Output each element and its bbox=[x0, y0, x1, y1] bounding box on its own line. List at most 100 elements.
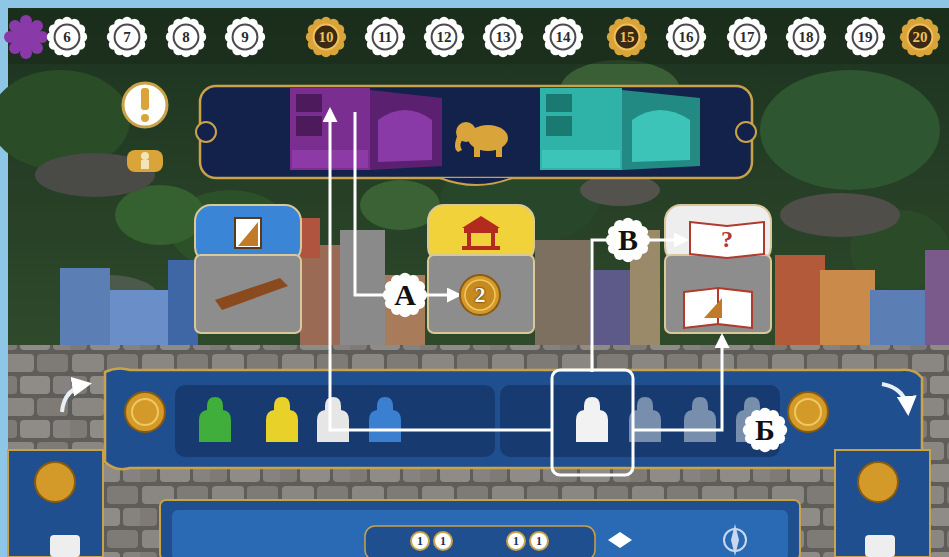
flower-base bbox=[790, 21, 822, 53]
town-buildings bbox=[775, 255, 825, 348]
rotation-arrows bbox=[62, 384, 88, 412]
flower-base bbox=[428, 21, 460, 53]
teal-palace bbox=[540, 88, 700, 170]
flower-centre bbox=[174, 25, 199, 50]
node-text: 6 bbox=[63, 30, 71, 45]
teal-palace bbox=[622, 90, 700, 170]
book-card bbox=[704, 298, 722, 318]
worker-track-panel bbox=[795, 399, 821, 425]
worker-track-panel bbox=[175, 385, 495, 457]
track-start-flower bbox=[9, 20, 21, 32]
score-space: 8 bbox=[166, 17, 206, 57]
elephant-panel bbox=[196, 122, 216, 142]
lower-panel bbox=[172, 510, 788, 557]
elephant-panel bbox=[736, 122, 756, 142]
score-space: 14 bbox=[543, 17, 583, 57]
score-space: 18 bbox=[786, 17, 826, 57]
worker-track-panel bbox=[105, 368, 922, 469]
flower-base bbox=[670, 21, 702, 53]
priority-icon bbox=[141, 114, 149, 122]
priority-icon bbox=[141, 160, 149, 169]
rotation-arrows bbox=[62, 384, 908, 412]
elephant-panel bbox=[196, 86, 756, 185]
flower-centre bbox=[233, 25, 258, 50]
purple-palace bbox=[296, 116, 322, 136]
node-text: 20 bbox=[913, 30, 928, 45]
purple-palace bbox=[296, 94, 322, 112]
sky-frame bbox=[0, 345, 8, 557]
score-space: 6 bbox=[47, 17, 87, 57]
selected-worker bbox=[576, 397, 608, 442]
town-buildings bbox=[168, 260, 198, 348]
flower-centre bbox=[373, 25, 398, 50]
priority-icon bbox=[141, 88, 149, 110]
corner-coins bbox=[835, 450, 930, 557]
corner-coins bbox=[865, 535, 895, 557]
rotation-arrows bbox=[882, 384, 908, 412]
elephant-panel bbox=[200, 86, 752, 178]
worker-track-panel bbox=[125, 392, 165, 432]
callout-letter-badge: В bbox=[606, 218, 650, 262]
node-text: 2 bbox=[475, 284, 486, 306]
flower-base bbox=[849, 21, 881, 53]
flower-base bbox=[51, 21, 83, 53]
workers bbox=[317, 397, 349, 442]
score-space: 12 bbox=[424, 17, 464, 57]
elephant-panel bbox=[440, 178, 512, 185]
teal-palace bbox=[540, 88, 622, 170]
node-text: 1 bbox=[417, 535, 423, 547]
town-buildings bbox=[60, 268, 110, 348]
flower-centre bbox=[615, 25, 640, 50]
workers bbox=[199, 397, 231, 442]
track-start-flower bbox=[31, 20, 43, 32]
flower-base bbox=[547, 21, 579, 53]
flower-base bbox=[387, 277, 422, 312]
foliage bbox=[115, 185, 205, 245]
flower-base bbox=[904, 21, 936, 53]
town-buildings bbox=[590, 270, 630, 348]
flower-centre bbox=[853, 25, 878, 50]
coin-disc bbox=[460, 275, 500, 315]
node-text: 19 bbox=[858, 30, 873, 45]
track-start-flower bbox=[20, 47, 32, 59]
corner-coins bbox=[858, 462, 898, 502]
flower-base bbox=[487, 21, 519, 53]
wall-card bbox=[238, 222, 258, 246]
callout-letter-badge: Б bbox=[743, 408, 787, 452]
track-start-flower bbox=[31, 42, 43, 54]
town-buildings bbox=[535, 240, 590, 348]
flower-centre bbox=[491, 25, 516, 50]
action-arrows bbox=[592, 240, 606, 372]
action-arrows bbox=[330, 110, 552, 430]
node-text: 1 bbox=[536, 535, 542, 547]
score-space: 9 bbox=[225, 17, 265, 57]
teal-palace bbox=[546, 116, 572, 136]
node-text: 12 bbox=[437, 30, 452, 45]
wall-card bbox=[235, 218, 261, 248]
pavilion-card bbox=[467, 233, 471, 247]
book-card bbox=[665, 205, 771, 333]
coin-disc bbox=[507, 532, 525, 550]
score-track-band bbox=[8, 10, 949, 64]
book-card bbox=[718, 288, 752, 328]
foliage bbox=[760, 70, 940, 190]
flower-centre bbox=[55, 25, 80, 50]
town-buildings bbox=[925, 250, 949, 348]
card-symbol-text: ? bbox=[721, 227, 733, 251]
wall-card bbox=[195, 205, 301, 333]
node-text: 14 bbox=[556, 30, 571, 45]
worker-track-panel bbox=[500, 385, 780, 457]
flower-centre bbox=[432, 25, 457, 50]
score-space: 11 bbox=[365, 17, 405, 57]
lower-panel bbox=[365, 526, 595, 557]
flower-base bbox=[310, 21, 342, 53]
node-text: 9 bbox=[241, 30, 249, 45]
teal-palace bbox=[546, 94, 572, 112]
cliff-rocks bbox=[780, 193, 900, 237]
pavilion-card bbox=[464, 228, 498, 233]
elephant-icon bbox=[455, 122, 508, 157]
flower-centre bbox=[908, 25, 933, 50]
elephant-icon bbox=[455, 134, 464, 152]
